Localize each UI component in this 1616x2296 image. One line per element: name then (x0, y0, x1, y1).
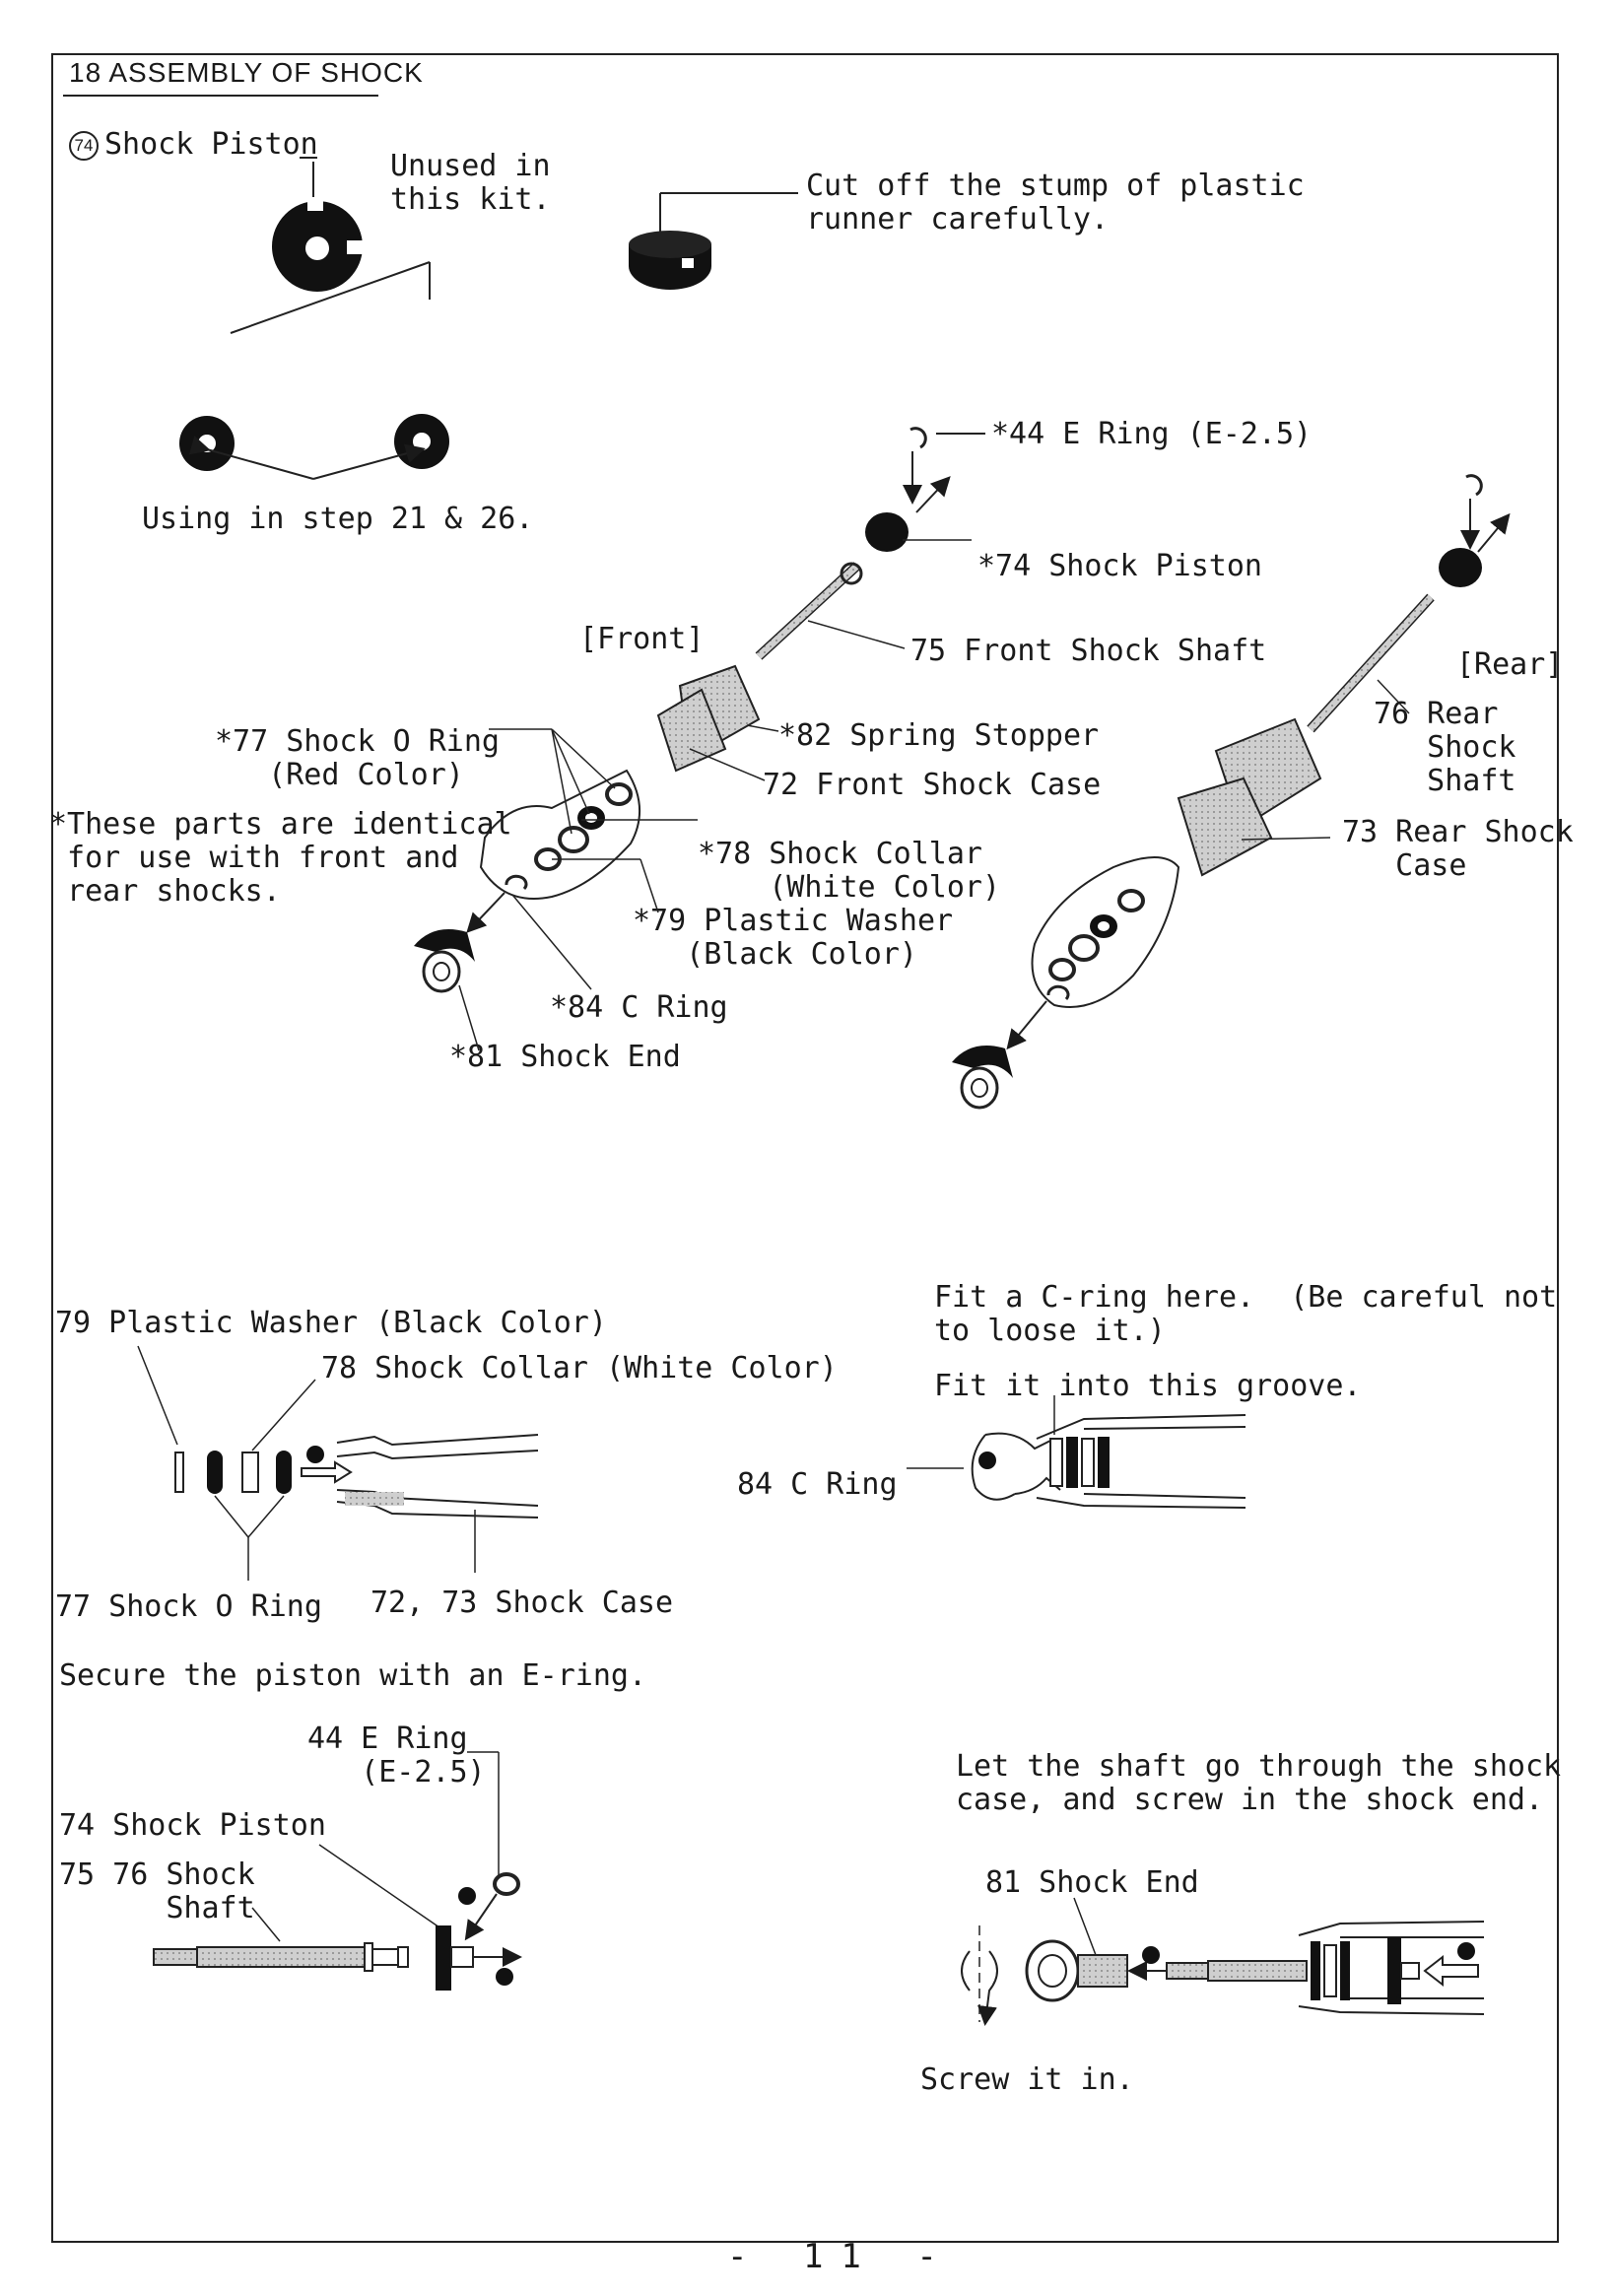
unused-piston-drawing (230, 157, 431, 334)
identical-parts-note: *These parts are identical for use with … (49, 807, 512, 909)
title-underline (63, 95, 378, 97)
front-shock-drawing (414, 427, 985, 1051)
step2-fit-c-note: Fit a C-ring here. (Be careful not to lo… (934, 1280, 1558, 1348)
step1-drawing (137, 1345, 539, 1581)
spare-washers-drawing (179, 414, 449, 480)
front-title: [Front] (579, 622, 705, 656)
rear-case-label: 73 Rear Shock Case (1342, 815, 1574, 883)
using-note: Using in step 21 & 26. (142, 502, 534, 536)
o-ring-label: *77 Shock O Ring (Red Color) (215, 724, 500, 792)
section-title: 18 ASSEMBLY OF SHOCK (69, 57, 424, 88)
page-frame (51, 53, 1559, 2243)
collar-label: *78 Shock Collar (White Color) (698, 837, 1001, 905)
rear-shaft-label: 76 Rear Shock Shaft (1374, 697, 1516, 798)
step4-shaft-note: Let the shaft go through the shock case,… (956, 1749, 1562, 1817)
front-case-label: 72 Front Shock Case (763, 768, 1102, 802)
front-piston-label: *74 Shock Piston (977, 549, 1262, 583)
step1-collar-label: 78 Shock Collar (White Color) (321, 1351, 838, 1385)
step2-c-ring-label: 84 C Ring (737, 1467, 898, 1502)
front-shaft-label: 75 Front Shock Shaft (910, 634, 1267, 668)
washer-label: *79 Plastic Washer (Black Color) (633, 904, 954, 972)
step4-shock-end-label: 81 Shock End (985, 1865, 1199, 1900)
step2-drawing (907, 1395, 1246, 1509)
page-number: - 11 - (727, 2237, 955, 2276)
step3-drawing (153, 1751, 522, 1991)
c-ring-label: *84 C Ring (550, 990, 728, 1025)
unused-note: Unused in this kit. (390, 149, 551, 217)
step3-secure-note: Secure the piston with an E-ring. (59, 1658, 647, 1693)
rear-shock-drawing (952, 474, 1511, 1110)
step4-drawing (961, 1897, 1485, 2026)
part-number-badge: 74 (69, 130, 99, 161)
cut-off-note: Cut off the stump of plastic runner care… (806, 169, 1305, 236)
step1-washer-label: 79 Plastic Washer (Black Color) (55, 1306, 607, 1340)
step3-shaft-label: 75 76 Shock Shaft (59, 1857, 255, 1925)
step1-case-label: 72, 73 Shock Case (370, 1586, 674, 1620)
top-piston-text: Shock Piston (104, 127, 318, 162)
step1-o-ring-label: 77 Shock O Ring (55, 1589, 322, 1624)
spring-stopper-label: *82 Spring Stopper (778, 718, 1100, 753)
step4-screw-note: Screw it in. (920, 2062, 1134, 2097)
front-e-ring-label: *44 E Ring (E-2.5) (991, 417, 1313, 451)
step3-e-ring-label: 44 E Ring (E-2.5) (307, 1722, 486, 1790)
shock-end-label: *81 Shock End (449, 1040, 681, 1074)
step3-piston-label: 74 Shock Piston (59, 1808, 326, 1843)
step2-groove-note: Fit it into this groove. (934, 1369, 1362, 1403)
rear-title: [Rear] (1456, 647, 1564, 682)
runner-piston-drawing (629, 192, 798, 290)
